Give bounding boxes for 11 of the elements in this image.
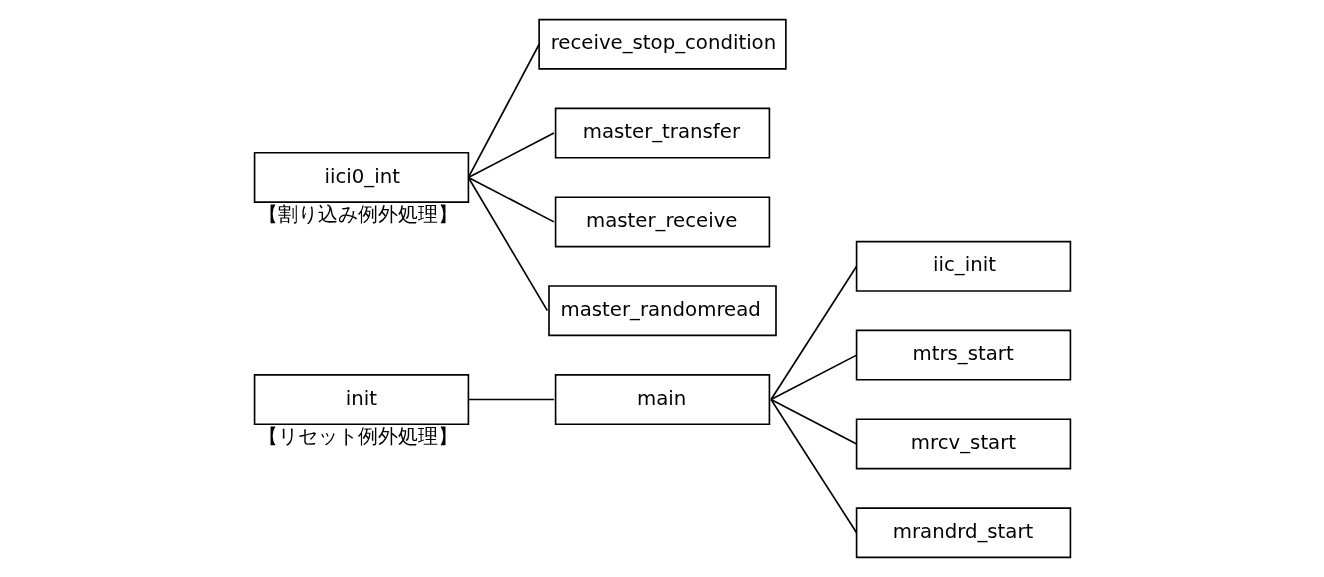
connector [467,132,555,179]
connector [769,354,857,401]
connector [467,43,540,179]
connector [467,176,548,312]
node-label: 【割り込み例外処理】 [257,203,458,227]
node-label: 【リセット例外処理】 [257,425,458,449]
connector [769,265,857,401]
connector [769,398,857,534]
connector [467,176,555,223]
connector [467,398,555,401]
connector [769,398,857,445]
